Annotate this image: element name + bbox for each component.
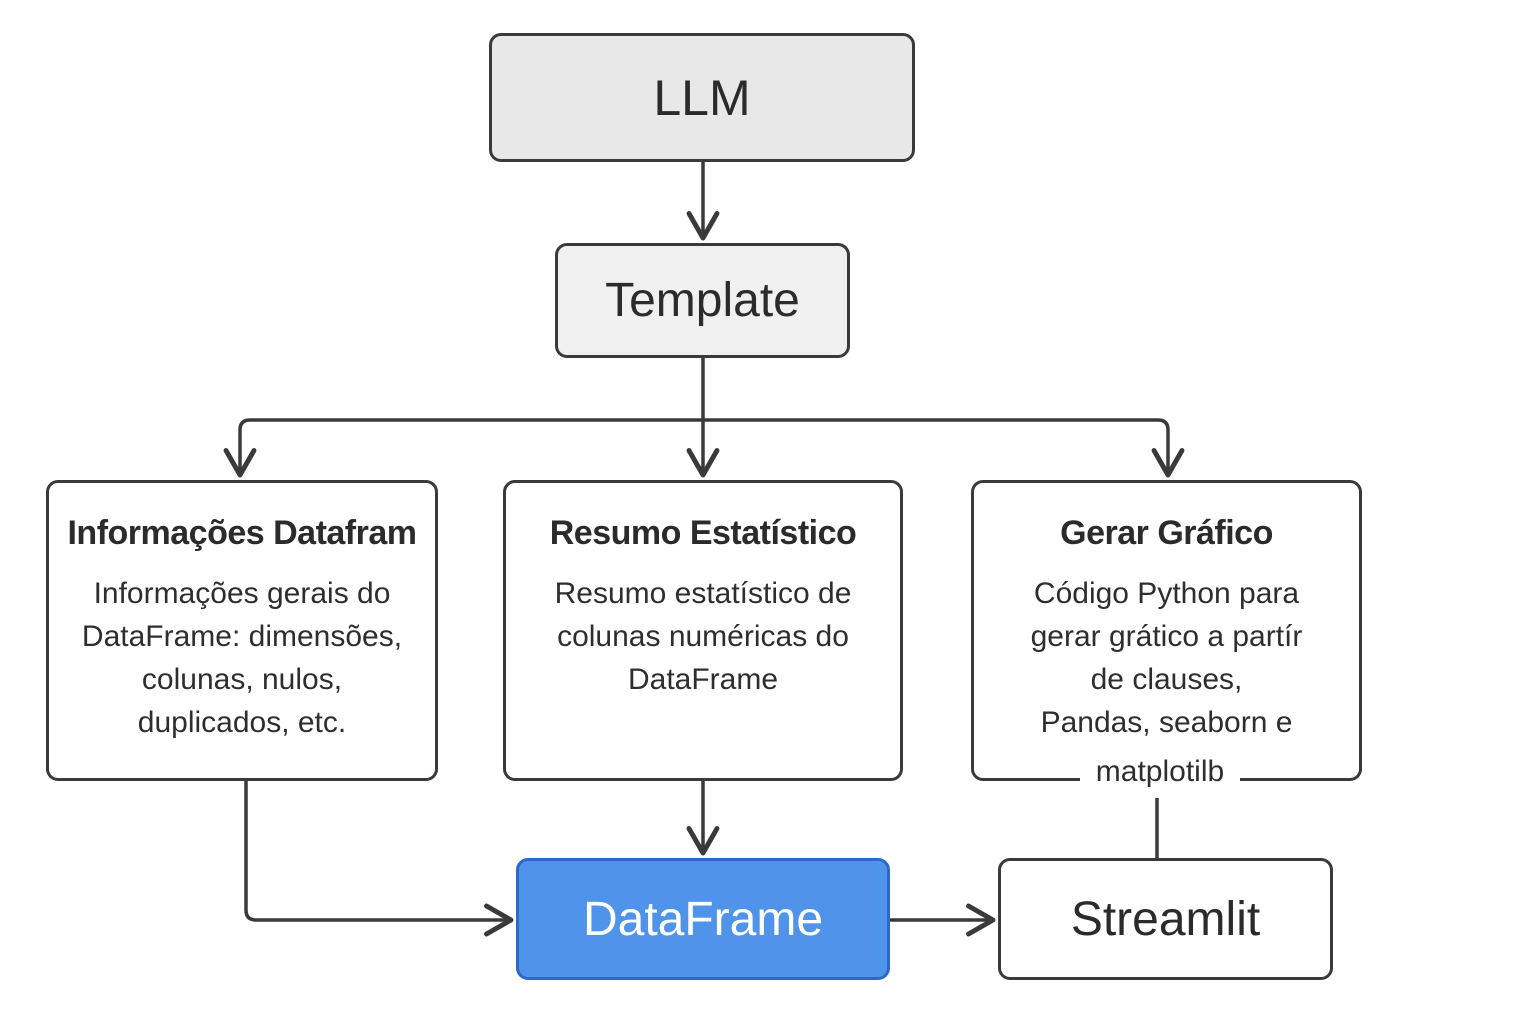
gerar-grafico-description: Código Python para gerar grático a partí…	[1030, 576, 1303, 739]
dataframe-node: DataFrame	[516, 858, 890, 980]
resumo-estatistico-title: Resumo Estatístico	[549, 514, 857, 552]
streamlit-node: Streamlit	[998, 858, 1333, 980]
dataframe-label: DataFrame	[582, 892, 824, 946]
edge-template-to-info	[223, 418, 705, 478]
resumo-estatistico-description: Resumo estatístico de colunas numéricas …	[554, 576, 852, 696]
edge-info-to-dataframe	[244, 779, 514, 937]
llm-node: LLM	[489, 33, 915, 162]
template-node: Template	[555, 243, 850, 358]
gerar-grafico-title: Gerar Gráfico	[1060, 514, 1273, 552]
llm-label: LLM	[653, 69, 751, 126]
gerar-grafico-node: Gerar Gráfico Código Python para gerar g…	[971, 480, 1362, 781]
template-label: Template	[605, 274, 800, 327]
gerar-grafico-overflow-label: matplotilb	[1080, 750, 1240, 798]
edge-template-to-grafico	[701, 418, 1185, 478]
streamlit-label: Streamlit	[1070, 892, 1261, 946]
resumo-estatistico-node: Resumo Estatístico Resumo estatístico de…	[503, 480, 903, 781]
info-dataframe-description: Informações gerais do DataFrame: dimensõ…	[81, 576, 403, 739]
info-dataframe-node: Informações Datafram Informações gerais …	[46, 480, 438, 781]
info-dataframe-title: Informações Datafram	[67, 514, 417, 552]
